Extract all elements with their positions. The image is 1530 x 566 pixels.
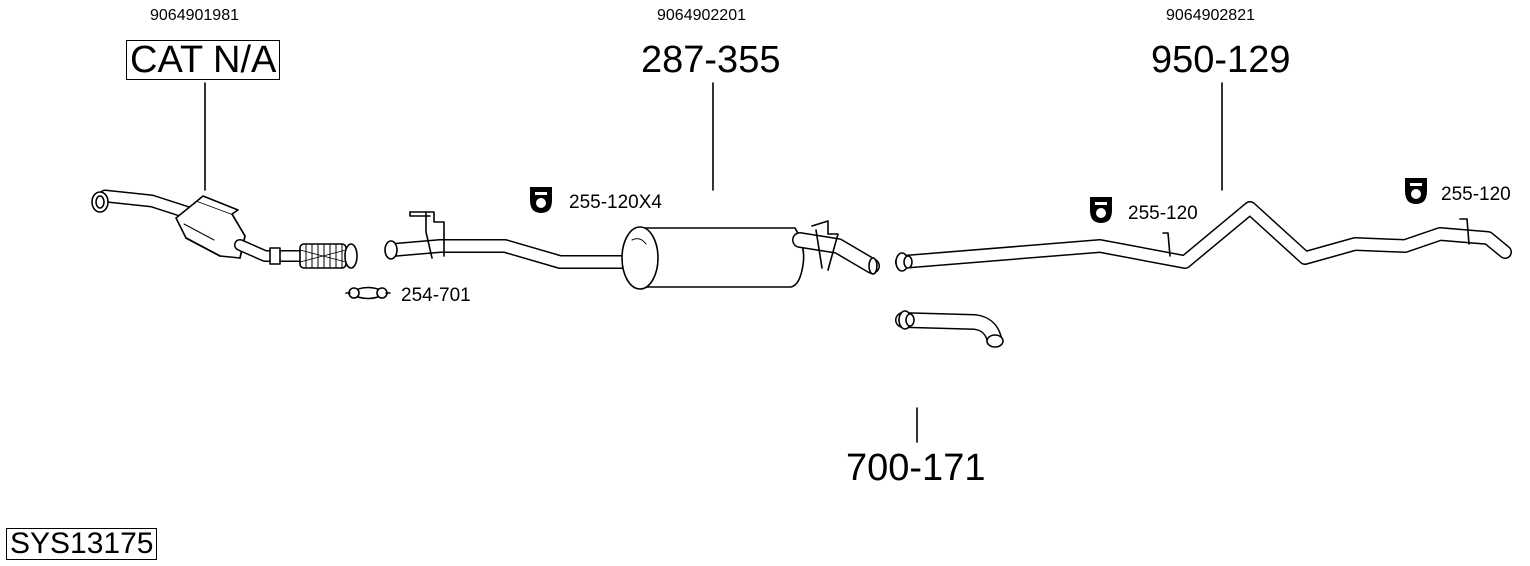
accessory-label-255-120: 255-120 [1441,184,1511,205]
part-number-cat: CAT N/A [126,40,281,80]
rubber-mount-icon [1090,197,1112,223]
rubber-mount-icon [530,187,552,213]
part-number-950-129: 950-129 [1151,39,1291,81]
rear-pipe-part [895,201,1512,272]
oem-number-950-129: 9064902821 [1166,7,1255,24]
accessory-label-255-120x4: 255-120X4 [569,192,662,213]
clamp-part [345,286,391,300]
rubber-mount-icon [1405,178,1427,204]
accessory-label-255-120: 255-120 [1128,203,1198,224]
oem-number-287-355: 9064902201 [657,7,746,24]
part-number-287-355: 287-355 [641,39,781,81]
oem-number-cat: 9064901981 [150,7,239,24]
system-code: SYS13175 [6,528,158,560]
tail-pipe-part [895,310,1004,348]
middle-silencer-part [384,211,880,290]
catalytic-converter-part [91,189,358,269]
accessory-label-254-701: 254-701 [401,285,471,306]
part-number-700-171: 700-171 [846,447,986,489]
